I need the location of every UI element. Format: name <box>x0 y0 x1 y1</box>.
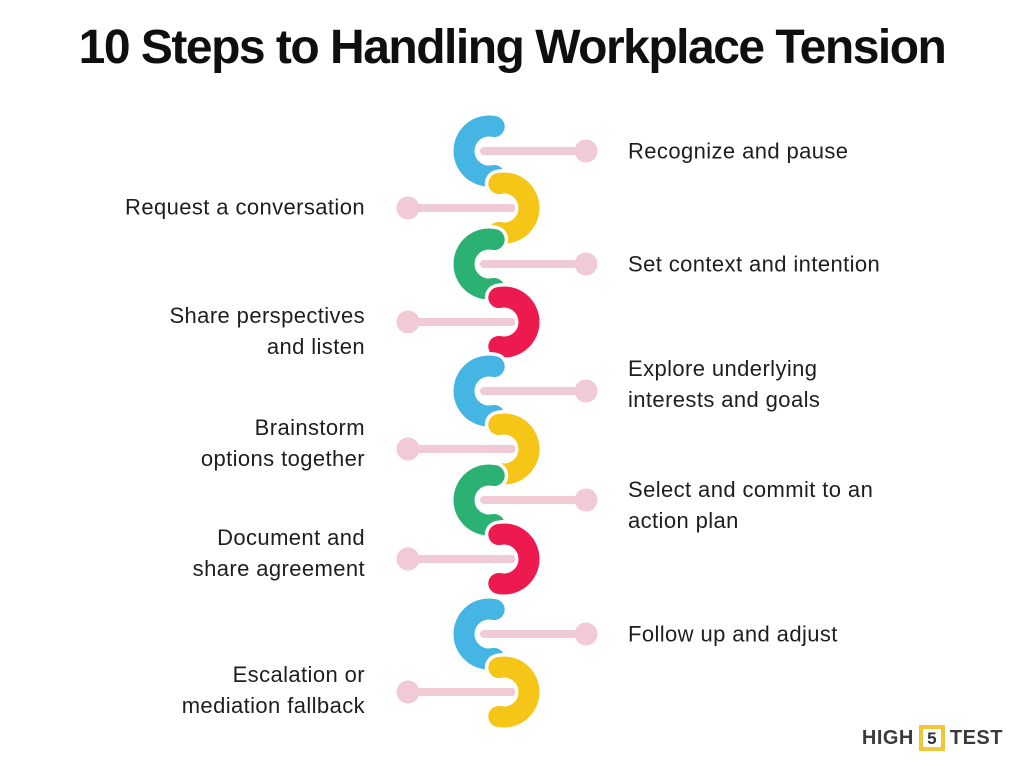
step-label-5: Explore underlying interests and goals <box>628 353 820 415</box>
step-arc-6 <box>488 413 540 485</box>
step-label-line: mediation fallback <box>181 693 365 718</box>
step-label-line: Explore underlying <box>628 356 818 381</box>
step-arc-9 <box>453 598 505 670</box>
connector-dot-6 <box>396 437 420 461</box>
step-label-line: action plan <box>628 508 739 533</box>
connector-dot-7 <box>574 488 598 512</box>
step-label-9: Follow up and adjust <box>628 619 838 650</box>
step-label-line: Document and <box>217 525 365 550</box>
step-label-line: share agreement <box>192 556 365 581</box>
connector-dot-1 <box>574 139 598 163</box>
step-label-4: Share perspectives and listen <box>169 300 365 362</box>
logo-number-five: 5 <box>927 728 937 748</box>
step-arc-2 <box>488 172 540 244</box>
connector-dot-8 <box>396 547 420 571</box>
step-arc-5 <box>453 355 505 427</box>
connector-dot-10 <box>396 680 420 704</box>
connector-dot-2 <box>396 196 420 220</box>
step-label-line: Recognize and pause <box>628 138 849 164</box>
step-arc-8 <box>488 523 540 595</box>
step-arc-3 <box>453 228 505 300</box>
step-label-line: interests and goals <box>628 387 821 412</box>
step-label-line: Escalation or <box>232 662 365 687</box>
step-label-8: Document and share agreement <box>193 522 365 584</box>
step-arc-10 <box>488 656 540 728</box>
connector-dot-3 <box>574 252 598 276</box>
step-label-line: options together <box>200 446 365 471</box>
logo-word-test: TEST <box>949 726 1003 749</box>
step-label-line: Brainstorm <box>254 415 365 440</box>
step-label-2: Request a conversation <box>125 192 365 223</box>
connector-dot-4 <box>396 310 420 334</box>
connector-dot-5 <box>574 379 598 403</box>
step-label-6: Brainstorm options together <box>201 412 365 474</box>
step-label-10: Escalation or mediation fallback <box>182 659 365 721</box>
step-arcs <box>450 112 543 731</box>
logo-word-high: HIGH <box>861 726 914 749</box>
step-label-1: Recognize and pause <box>628 136 848 167</box>
step-label-3: Set context and intention <box>628 249 880 280</box>
step-label-line: Select and commit to an <box>628 477 874 502</box>
step-label-7: Select and commit to an action plan <box>628 474 873 536</box>
step-arc-1 <box>453 115 505 187</box>
connector-dot-9 <box>574 622 598 646</box>
step-label-line: Set context and intention <box>628 251 881 277</box>
step-arc-4 <box>488 286 540 358</box>
step-label-line: Request a conversation <box>125 194 365 220</box>
page-title: 10 Steps to Handling Workplace Tension <box>78 21 947 74</box>
logo-five-box: 5 <box>918 725 945 751</box>
connector-lines <box>396 139 598 704</box>
step-label-line: and listen <box>266 334 365 359</box>
step-arc-7 <box>453 464 505 536</box>
step-label-line: Follow up and adjust <box>628 621 838 647</box>
step-label-line: Share perspectives <box>169 303 365 328</box>
high5test-logo: HIGH 5 TEST <box>862 724 1003 752</box>
